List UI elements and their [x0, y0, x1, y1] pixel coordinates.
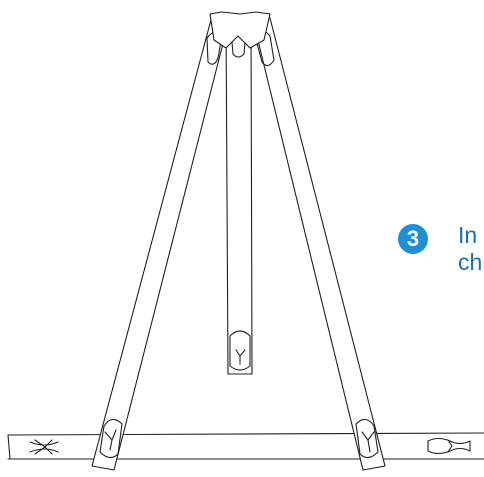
step-instruction: In ch: [398, 222, 484, 276]
center-leg-bottom-slot: [229, 330, 251, 371]
left-leg-bottom-mark-icon: [104, 429, 117, 451]
left-leg-top-notch-icon: [206, 31, 223, 65]
crossbar-outline: [7, 432, 484, 460]
top-hinge-outline: [209, 11, 271, 49]
crossbar-right-slot-icon: [427, 437, 471, 455]
center-leg-outline: [225, 17, 253, 375]
right-leg-outline: [251, 15, 386, 471]
top-hinge: [209, 11, 271, 49]
left-leg: [91, 15, 230, 471]
crossbar: [7, 432, 484, 460]
crossbar-left-slot-icon: [29, 439, 59, 455]
left-leg-outline: [91, 15, 230, 471]
center-leg: [225, 17, 253, 375]
step-instruction-line-1: In: [458, 222, 478, 248]
right-leg: [251, 15, 386, 471]
step-number-badge: 3: [398, 224, 428, 254]
right-leg-bottom-mark-icon: [361, 431, 375, 453]
step-instruction-line-2: ch: [458, 249, 483, 275]
center-leg-bottom-mark-icon: [235, 349, 246, 365]
step-callout: In ch 3: [398, 222, 484, 292]
